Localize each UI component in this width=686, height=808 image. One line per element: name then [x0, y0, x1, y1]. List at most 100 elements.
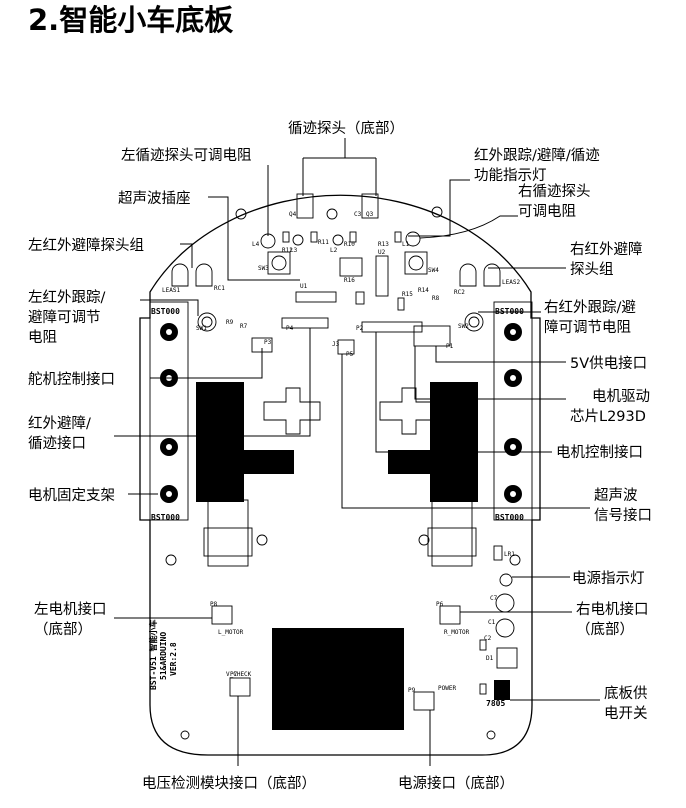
callout-voltage-check: 电压检测模块接口（底部） [142, 775, 316, 792]
bottom-components [211, 545, 518, 730]
callout-left-track-pot: 左循迹探头可调电阻 [121, 147, 252, 164]
svg-text:P9: P9 [408, 687, 416, 694]
right-motor-bracket [493, 301, 533, 521]
left-motor-bracket [149, 301, 189, 521]
board-outline [139, 194, 541, 756]
svg-text:SW3: SW3 [258, 265, 269, 272]
callout-power-switch-2: 电开关 [604, 705, 648, 722]
svg-text:Q3: Q3 [366, 211, 374, 218]
callout-left-motor-2: （底部） [34, 621, 92, 638]
svg-text:P8: P8 [210, 601, 218, 608]
svg-text:U2: U2 [378, 249, 386, 256]
svg-text:L1: L1 [402, 241, 410, 248]
bracket-mark-bottom-right: BST000 [495, 513, 524, 522]
callout-motor-driver-1: 电机驱动 [592, 388, 650, 405]
svg-text:RC1: RC1 [214, 285, 225, 292]
callout-right-ir-group-2: 探头组 [570, 261, 614, 278]
tracking-sensors [260, 193, 428, 275]
svg-text:P7: P7 [230, 671, 238, 678]
callout-ir-port-2: 循迹接口 [28, 435, 86, 452]
callout-ir-port-1: 红外避障/ [28, 414, 91, 432]
callout-ultrasonic-socket: 超声波插座 [118, 189, 191, 207]
svg-text:R8: R8 [432, 295, 440, 302]
callout-left-motor-1: 左电机接口 [34, 601, 107, 618]
ir-obstacle-sensors [171, 263, 501, 332]
left-motor-connector [211, 605, 233, 625]
svg-text:C1: C1 [488, 619, 496, 626]
svg-text:SW2: SW2 [458, 323, 469, 330]
right-motor-connector [439, 605, 461, 625]
callout-ultrasonic-signal-2: 信号接口 [594, 507, 652, 524]
power-switch [494, 680, 510, 700]
callout-ultrasonic-signal-1: 超声波 [594, 486, 638, 504]
right-motor-silk: R_MOTOR [444, 629, 470, 636]
callout-left-ir-pot-2: 避障可调节 [28, 308, 101, 326]
svg-text:P3: P3 [264, 339, 272, 346]
svg-text:R11: R11 [318, 239, 329, 246]
callout-5v-port: 5V供电接口 [570, 355, 647, 372]
callout-ir-indicator-2: 功能指示灯 [474, 167, 547, 184]
power-silk: POWER [438, 685, 456, 692]
svg-text:R15: R15 [402, 291, 413, 298]
svg-text:R14: R14 [418, 287, 429, 294]
svg-text:RC2: RC2 [454, 289, 465, 296]
svg-text:C2: C2 [484, 635, 492, 642]
power-led [499, 573, 513, 587]
svg-text:C7: C7 [490, 595, 498, 602]
callout-motor-control-port: 电机控制接口 [556, 444, 643, 461]
voltage-check-silk: V_CHECK [226, 671, 252, 678]
page-title: 2.智能小车底板 [28, 3, 234, 37]
callout-right-motor-1: 右电机接口 [576, 601, 649, 618]
mounting-holes [165, 206, 521, 740]
callout-right-ir-pot-1: 右红外跟踪/避 [544, 299, 636, 316]
center-components [251, 255, 451, 355]
part-labels: Q4 Q3 L4 R12 R11 R10 L3 L2 R13 L1 SW3 SW… [162, 211, 520, 694]
callout-motor-bracket: 电机固定支架 [28, 487, 115, 504]
right-motor [379, 382, 478, 567]
bracket-mark-top-left: BST000 [151, 307, 180, 316]
left-motor-silk: L_MOTOR [218, 629, 244, 636]
svg-text:P2: P2 [356, 325, 364, 332]
svg-text:P5: P5 [346, 351, 354, 358]
svg-text:L3: L3 [290, 247, 298, 254]
svg-text:R10: R10 [344, 241, 355, 248]
svg-text:P6: P6 [436, 601, 444, 608]
svg-text:LR1: LR1 [504, 551, 515, 558]
leader-lines [114, 138, 600, 766]
board-model-text: BST-V51 智能小车 51&ARDUINO VER:2.8 [148, 619, 178, 690]
svg-text:D1: D1 [486, 655, 494, 662]
svg-text:R13: R13 [378, 241, 389, 248]
callout-right-track-1: 右循迹探头 [518, 183, 591, 200]
svg-text:R12: R12 [282, 247, 293, 254]
svg-text:VER:2.8: VER:2.8 [169, 642, 178, 676]
svg-text:L2: L2 [330, 247, 338, 254]
callout-right-ir-group-1: 右红外避障 [570, 240, 643, 258]
callout-left-ir-pot-1: 左红外跟踪/ [28, 289, 105, 306]
battery-area [272, 628, 404, 730]
svg-text:P4: P4 [286, 325, 294, 332]
callout-left-ir-group: 左红外避障探头组 [28, 236, 144, 254]
svg-text:Q4: Q4 [289, 211, 297, 218]
svg-text:U1: U1 [300, 283, 308, 290]
callout-right-motor-2: （底部） [576, 621, 634, 638]
left-motor [196, 382, 321, 567]
callout-motor-driver-2: 芯片L293D [570, 408, 646, 425]
svg-text:LEAS1: LEAS1 [162, 287, 180, 294]
bracket-mark-bottom-left: BST000 [151, 513, 180, 522]
svg-text:LEAS2: LEAS2 [502, 279, 520, 286]
callout-tracking-probe: 循迹探头（底部） [288, 120, 404, 137]
svg-text:51&ARDUINO: 51&ARDUINO [159, 632, 168, 680]
voltage-check-connector [229, 677, 251, 697]
callout-labels: 循迹探头（底部） 左循迹探头可调电阻 红外跟踪/避障/循迹 功能指示灯 右循迹探… [28, 120, 652, 792]
callout-right-ir-pot-2: 障可调节电阻 [544, 318, 631, 336]
svg-text:SW4: SW4 [428, 267, 439, 274]
svg-text:J3: J3 [332, 341, 340, 348]
svg-text:R16: R16 [344, 277, 355, 284]
callout-ir-indicator-1: 红外跟踪/避障/循迹 [474, 146, 600, 164]
callout-right-track-2: 可调电阻 [518, 203, 576, 220]
power-connector [413, 691, 435, 711]
callout-power-switch-1: 底板供 [604, 684, 648, 702]
svg-text:SW1: SW1 [196, 325, 207, 332]
